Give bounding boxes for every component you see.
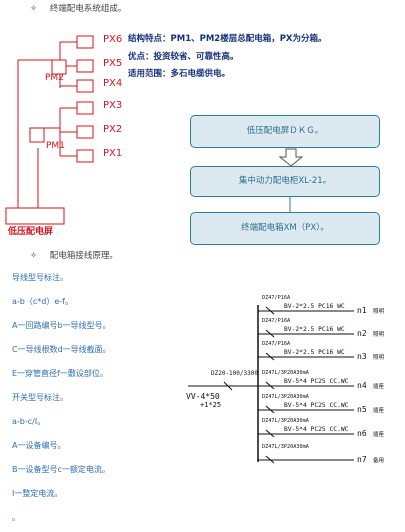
branch-cable-label: BV-2*2.5 PC16 WC	[284, 303, 345, 310]
branch-id-label: n3	[357, 352, 367, 361]
down-arrow-icon	[278, 148, 304, 167]
branch-id-label: n5	[357, 405, 367, 414]
section1-title: 终端配电系统组成。	[49, 4, 127, 14]
note-line: I一整定电流。	[12, 489, 63, 498]
branch-breaker-mark	[265, 429, 275, 438]
px6-box	[76, 35, 94, 49]
section2-heading: ✧ 配电箱接线原理。	[30, 249, 118, 261]
branch-cable-label: BV-5*4 PC25 CC.WC	[284, 402, 349, 409]
px1-label: PX1	[103, 148, 123, 159]
px2-box	[76, 125, 94, 139]
main-panel-box	[5, 207, 65, 225]
branch-breaker-mark	[265, 405, 275, 414]
branch-use-label: 备用	[373, 456, 384, 464]
flow-box-dkg: 低压配电屏ＤＫＧ。	[190, 115, 380, 148]
branch-breaker-label: DZ47/P16A	[262, 318, 291, 324]
px3-label: PX3	[103, 100, 123, 111]
branch-breaker-label: DZ47L/3P20A30mA	[262, 370, 310, 376]
incoming-cable-label-1: VV-4*50	[186, 392, 220, 401]
incoming-cable-label-2: +1*25	[200, 401, 222, 409]
note-line: A一回路编号b一导线型号。	[12, 321, 111, 330]
px5-label: PX5	[103, 58, 123, 69]
note-line: B一设备型号c一额定电流。	[12, 465, 110, 474]
branch-use-label: 照明	[373, 354, 385, 361]
main-panel-label: 低压配电屏	[8, 227, 54, 237]
px5-box	[76, 59, 94, 73]
feature-structure: 结构特点：PM1、PM2楼层总配电箱，PX为分箱。	[128, 34, 327, 44]
branch-id-label: n6	[357, 429, 367, 438]
pm1-label: PM1	[46, 141, 65, 151]
branch-breaker-label: DZ47/P16A	[262, 341, 291, 347]
pm2-label: PM2	[45, 73, 64, 83]
section1-heading: ✧ 终端配电系统组成。	[30, 2, 126, 14]
branch-breaker-mark	[265, 352, 275, 361]
branch-id-label: n4	[357, 381, 367, 390]
flow-box-xl21: 集中动力配电柜XL-21。	[190, 166, 380, 197]
incoming-breaker-mark	[223, 381, 233, 391]
branch-breaker-mark	[265, 329, 275, 338]
branch-cable-label: BV-5*4 PC25 CC.WC	[284, 378, 349, 385]
branch-cable-label: BV-5*4 PC25 CC.WC	[284, 426, 349, 433]
branch-breaker-label: DZ47L/3P20A30mA	[262, 394, 310, 400]
diamond-bullet-icon: ✧	[30, 4, 38, 14]
pm2-box	[51, 59, 67, 75]
branch-id-label: n1	[357, 306, 367, 315]
px3-box	[76, 101, 94, 115]
diamond-bullet-icon: ✧	[30, 251, 38, 261]
note-line: 。	[12, 513, 20, 522]
px2-label: PX2	[103, 124, 123, 135]
pm1-box	[29, 127, 45, 143]
feature-advantage: 优点：投资较省、可靠性高。	[128, 52, 239, 62]
branch-use-label: 照明	[373, 331, 385, 338]
note-line: C一导线根数d一导线截面。	[12, 345, 111, 354]
branch-id-label: n7	[357, 455, 367, 464]
note-line: A一设备编号。	[12, 441, 66, 450]
section2-title: 配电箱接线原理。	[49, 251, 118, 261]
branch-cable-label: BV-2*2.5 PC16 WC	[284, 349, 345, 356]
flow-box-xm: 终端配电箱XM（PX）。	[190, 212, 380, 245]
px1-box	[76, 149, 94, 163]
branch-id-label: n2	[357, 329, 367, 338]
note-line: 开关型号标注。	[12, 393, 68, 402]
px4-label: PX4	[103, 78, 123, 89]
px4-box	[76, 79, 94, 93]
branch-cable-label: BV-2*2.5 PC16 WC	[284, 326, 345, 333]
branch-breaker-mark	[265, 306, 275, 315]
px6-label: PX6	[103, 34, 123, 45]
branch-breaker-label: DZ47L/3P20A30mA	[262, 418, 310, 424]
branch-breaker-mark	[265, 455, 275, 464]
note-line: 导线型号标注。	[12, 273, 68, 282]
branch-use-label: 照明	[373, 308, 385, 315]
feature-scope: 适用范围：多石电缆供电。	[128, 69, 231, 79]
branch-use-label: 插座	[373, 430, 385, 438]
branch-breaker-label: DZ47L/3P20A30mA	[262, 444, 310, 450]
note-line: E一穿管直径f一敷设部位。	[12, 369, 108, 378]
branch-use-label: 插座	[373, 406, 385, 414]
branch-breaker-mark	[265, 381, 275, 390]
incoming-breaker-label: DZ20-100/3300	[211, 370, 258, 377]
branch-breaker-label: DZ47/P16A	[262, 295, 291, 301]
branch-use-label: 插座	[373, 382, 385, 390]
note-line: a-b-c/I。	[12, 417, 46, 426]
note-line: a-b（c*d）e-f。	[12, 297, 73, 306]
